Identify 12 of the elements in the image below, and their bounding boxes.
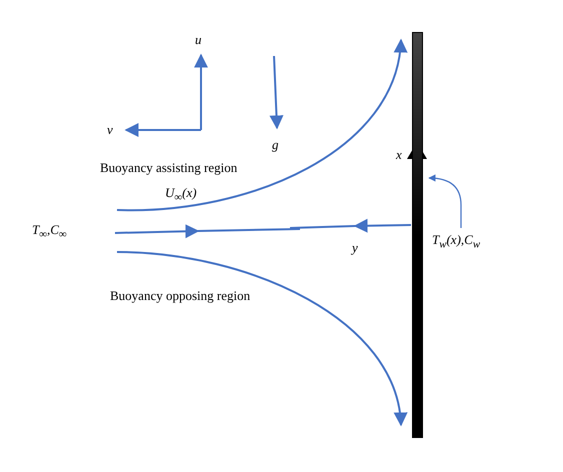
region-label: Buoyancy opposing region	[110, 288, 250, 303]
region-label: Buoyancy assisting region	[100, 160, 238, 175]
leader-arrow	[428, 174, 462, 228]
heated-plate	[412, 32, 423, 438]
axis-label: x	[396, 147, 402, 162]
gravity-label: g	[272, 137, 278, 152]
axis-label: y	[352, 240, 358, 255]
ambient-condition-label: T$_{∞}$,C$_{∞}$	[32, 222, 67, 243]
axis-label: v	[107, 122, 113, 137]
boundary-condition-label: T$_{w}$(x),C$_{w}$	[432, 232, 480, 253]
velocity-label: U$_{∞}$(x)	[165, 185, 197, 206]
axis-label: u	[195, 32, 202, 47]
